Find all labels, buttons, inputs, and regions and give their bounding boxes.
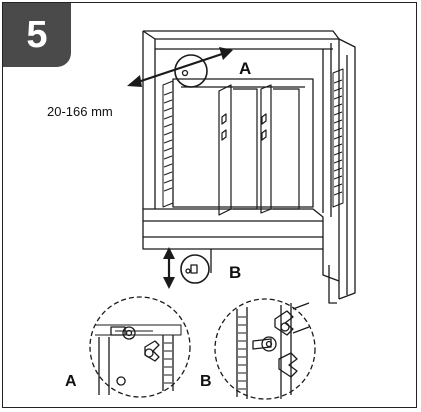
step-number-badge: 5 [3, 3, 71, 67]
callout-circle-a [174, 54, 208, 88]
detail-label-a: A [65, 373, 77, 390]
height-arrow-top-head [163, 247, 175, 259]
detail-a-view [89, 296, 191, 398]
callout-label-a: A [239, 59, 252, 78]
height-arrow-bottom-head [163, 277, 175, 289]
cabinet-frame [142, 30, 356, 304]
manifold-bars [218, 84, 300, 216]
right-rail-slots [332, 68, 344, 208]
callout-circle-b [180, 254, 210, 284]
callout-label-b: B [229, 263, 242, 282]
width-arrow [134, 51, 226, 85]
detail-b-view [214, 298, 316, 400]
step-number: 5 [26, 13, 48, 56]
arrow-heads [127, 47, 233, 289]
dimension-label: 20-166 mm [47, 104, 113, 119]
assembly-drawing [89, 30, 356, 400]
width-arrow-right-head [219, 47, 233, 60]
instruction-panel: 5 20-166 mm A B A B [2, 2, 417, 408]
left-rail-slots [162, 80, 174, 208]
width-arrow-left-head [127, 75, 142, 87]
detail-label-b: B [200, 373, 212, 390]
